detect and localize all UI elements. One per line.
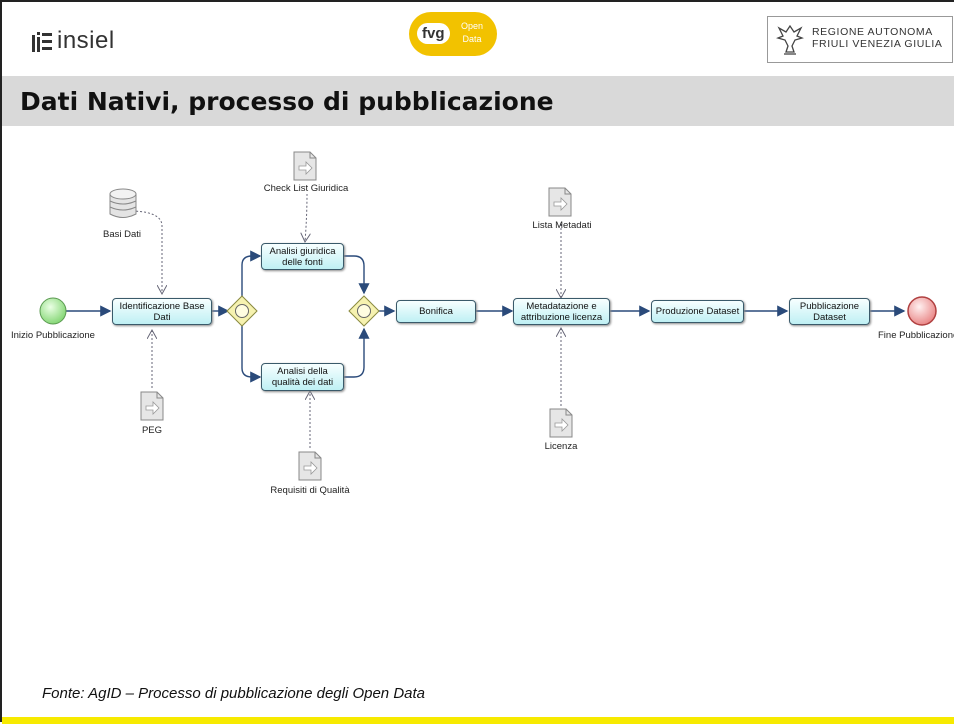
- task-bonifica: Bonifica: [396, 300, 476, 323]
- open-data-label: Open Data: [461, 20, 483, 46]
- start-event-label: Inizio Pubblicazione: [11, 330, 95, 341]
- basi-dati-label: Basi Dati: [102, 229, 141, 240]
- gateway-merge-icon: [348, 295, 380, 327]
- requisiti-label: Requisiti di Qualità: [270, 485, 350, 496]
- source-caption: Fonte: AgID – Processo di pubblicazione …: [42, 685, 426, 702]
- regione-text: REGIONE AUTONOMA FRIULI VENEZIA GIULIA: [812, 26, 942, 50]
- sequence-flows: [66, 250, 906, 383]
- database-icon: [109, 188, 137, 218]
- document-icon-peg: [140, 391, 164, 421]
- start-event-icon: [39, 297, 67, 325]
- document-icon-requisiti: [298, 451, 322, 481]
- gateway-split-icon: [226, 295, 258, 327]
- task-analisi-giuridica: Analisi giuridica delle fonti: [261, 243, 344, 270]
- insiel-logo-text: insiel: [57, 27, 115, 54]
- data-label: Data: [462, 34, 482, 44]
- bottom-bar: [2, 717, 954, 724]
- lista-metadati-label: Lista Metadati: [532, 220, 592, 231]
- insiel-mark-icon: [32, 31, 54, 52]
- fvg-open-data-logo: fvg Open Data: [409, 12, 497, 56]
- task-produzione: Produzione Dataset: [651, 300, 744, 323]
- check-list-label: Check List Giuridica: [263, 183, 349, 194]
- regione-line-2: FRIULI VENEZIA GIULIA: [812, 38, 943, 50]
- task-analisi-qualita: Analisi della qualità dei dati: [261, 363, 344, 391]
- insiel-logo: insiel: [32, 27, 115, 55]
- document-icon-licenza: [549, 408, 573, 438]
- peg-label: PEG: [141, 425, 163, 436]
- document-icon-lista-metadati: [548, 187, 572, 217]
- eagle-icon: [775, 22, 805, 56]
- open-label: Open: [461, 21, 484, 31]
- slide-title: Dati Nativi, processo di pubblicazione: [20, 87, 554, 116]
- bpmn-diagram: Identificazione Base Dati Analisi giurid…: [2, 126, 954, 526]
- associations: [123, 193, 561, 448]
- regione-line-1: REGIONE AUTONOMA: [812, 26, 933, 38]
- diagram-canvas: [39, 151, 937, 481]
- end-event-icon: [907, 296, 937, 326]
- regione-logo: REGIONE AUTONOMA FRIULI VENEZIA GIULIA: [767, 16, 953, 63]
- end-event-label: Fine Pubblicazione: [878, 330, 954, 341]
- title-band: Dati Nativi, processo di pubblicazione: [2, 76, 954, 126]
- licenza-label: Licenza: [544, 441, 578, 452]
- header: insiel fvg Open Data REGIONE AUTONOMA FR…: [2, 2, 954, 76]
- task-identificazione: Identificazione Base Dati: [112, 298, 212, 325]
- fvg-logo-text: fvg: [417, 23, 450, 44]
- task-metadatazione: Metadatazione e attribuzione licenza: [513, 298, 610, 325]
- task-pubblicazione: Pubblicazione Dataset: [789, 298, 870, 325]
- document-icon-check-list: [293, 151, 317, 181]
